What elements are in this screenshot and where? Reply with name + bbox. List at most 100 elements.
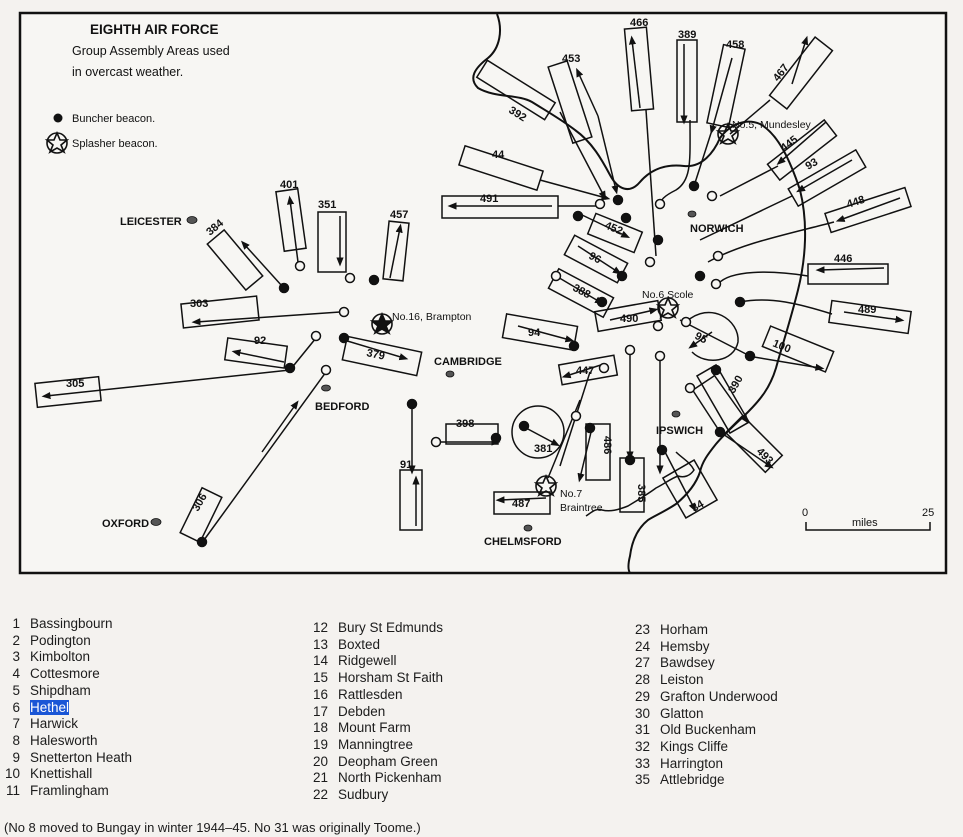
group-label: 446	[834, 253, 852, 265]
town-oxford: OXFORD	[102, 518, 149, 530]
group-label: 94	[528, 327, 541, 339]
coastline	[472, 13, 807, 574]
group-447-pattern	[557, 354, 619, 386]
town-leicester: LEICESTER	[120, 216, 182, 228]
group-303-pattern	[180, 295, 341, 329]
group-34-pattern	[661, 449, 719, 519]
group-44-pattern	[457, 144, 611, 201]
group-label: 92	[254, 335, 266, 347]
group-453-pattern	[547, 59, 619, 195]
group-305-pattern	[34, 369, 291, 409]
group-306-pattern	[179, 371, 327, 544]
group-label: 389	[678, 29, 696, 41]
splasher-braintree-label-1: No.7	[560, 488, 582, 500]
splasher-key-label: Splasher beacon.	[72, 138, 158, 150]
group-label: 448	[845, 194, 866, 211]
group-379-pattern	[341, 335, 423, 377]
assembly-areas-map: EIGHTH AIR FORCE Group Assembly Areas us…	[18, 11, 948, 575]
group-490-pattern	[593, 299, 663, 333]
group-445-pattern	[719, 118, 838, 197]
group-93-pattern	[699, 148, 867, 241]
group-94-pattern	[501, 313, 579, 351]
group-487-pattern	[493, 399, 581, 515]
group-351-pattern	[317, 211, 347, 273]
group-label: 486	[601, 436, 613, 454]
scale-max: 25	[922, 507, 934, 519]
group-label: 385	[635, 484, 647, 502]
scale-label: miles	[852, 517, 878, 529]
town-bedford: BEDFORD	[315, 401, 369, 413]
group-489-pattern	[739, 299, 912, 335]
buncher-beacons	[196, 180, 756, 548]
footnote: (No 8 moved to Bungay in winter 1944–45.…	[4, 820, 421, 835]
group-label: 489	[858, 304, 876, 316]
splasher-scole-label: No.6 Scole	[642, 289, 694, 301]
group-457-pattern	[382, 220, 410, 282]
group-label: 93	[804, 156, 821, 173]
selected-text-highlight: Hethel	[30, 699, 70, 715]
group-label: 490	[620, 313, 638, 325]
group-label: 351	[318, 199, 336, 211]
splasher-mundesley-label: No.5, Mundesley	[732, 119, 812, 131]
buncher-key-icon	[53, 113, 63, 123]
town-norwich: NORWICH	[690, 223, 744, 235]
group-label: 305	[66, 378, 84, 390]
splasher-key-icon	[44, 130, 70, 154]
group-452-pattern	[579, 212, 644, 254]
group-381-pattern	[511, 405, 565, 459]
map-title-line-2: Group Assembly Areas used	[72, 44, 230, 58]
group-label: 487	[512, 498, 530, 510]
group-label: 491	[480, 193, 498, 205]
group-446-pattern	[717, 263, 889, 285]
splasher-brampton-label: No.16, Brampton	[392, 311, 472, 323]
group-label: 44	[492, 149, 505, 161]
town-cambridge: CAMBRIDGE	[434, 356, 502, 368]
estuary	[585, 451, 695, 517]
group-label: 303	[190, 298, 208, 310]
buncher-key-label: Buncher beacon.	[72, 113, 155, 125]
group-384-pattern	[206, 228, 283, 292]
group-label: 447	[576, 365, 594, 377]
group-91-pattern	[399, 404, 423, 531]
group-label: 398	[456, 418, 474, 430]
group-466-pattern	[623, 26, 657, 257]
town-symbols	[150, 210, 697, 532]
map-title-line-3: in overcast weather.	[72, 65, 183, 79]
group-label: 91	[400, 459, 412, 471]
group-label: 96	[587, 250, 603, 266]
group-label: 458	[726, 39, 744, 51]
town-ipswich: IPSWICH	[656, 425, 703, 437]
group-92-pattern	[223, 337, 317, 371]
group-493-pattern	[689, 385, 784, 474]
group-95-pattern	[685, 311, 739, 361]
group-401-pattern	[275, 187, 307, 263]
group-label: 381	[534, 443, 552, 455]
group-label: 453	[562, 53, 580, 65]
group-458-pattern	[693, 43, 746, 187]
scale-bar	[805, 522, 931, 531]
group-label: 95	[693, 330, 709, 346]
